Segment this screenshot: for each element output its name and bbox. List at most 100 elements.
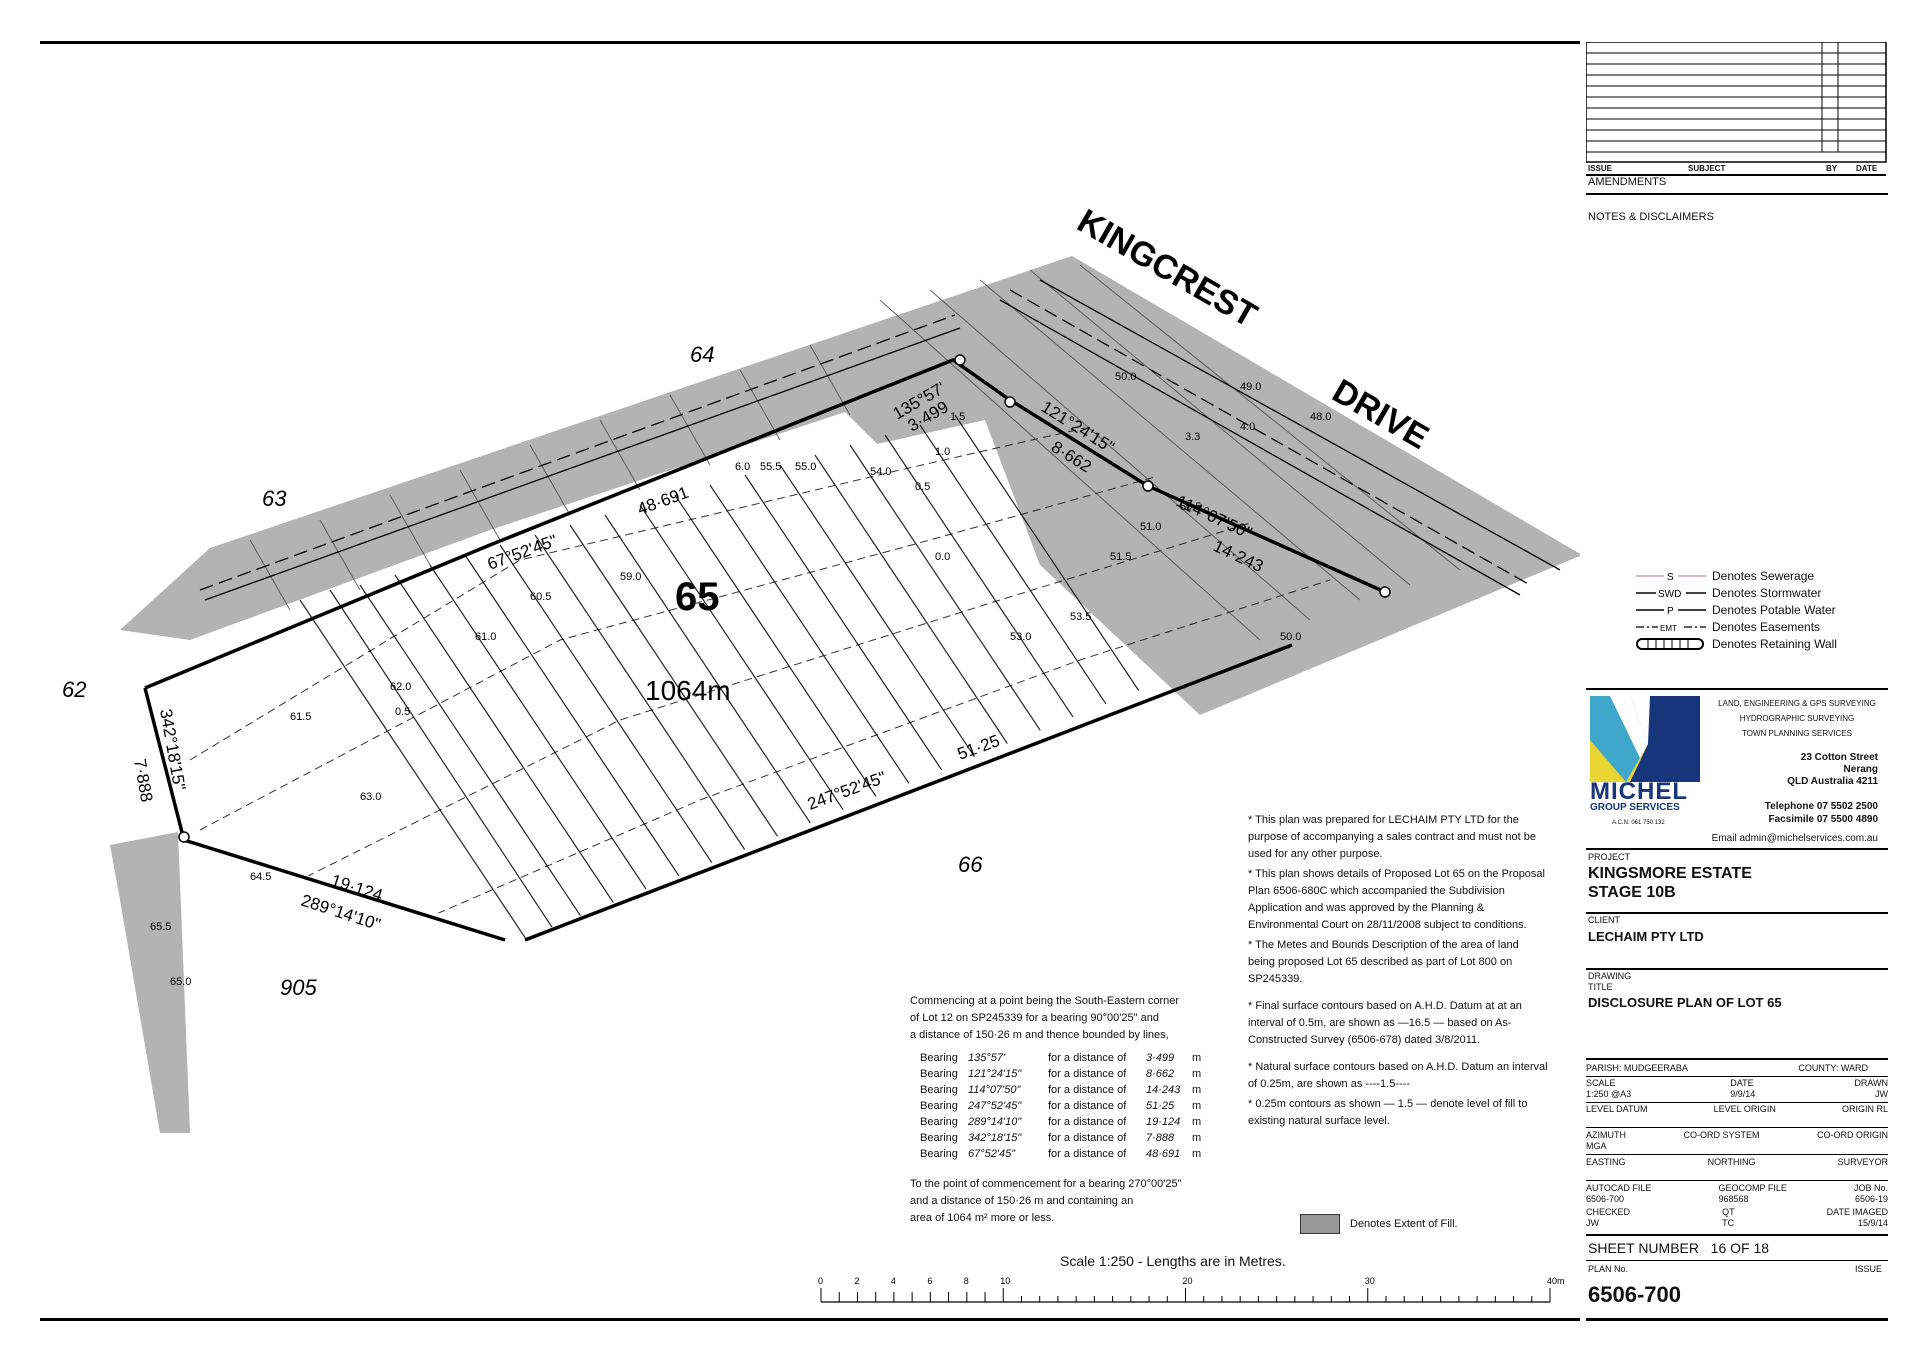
project-label: PROJECT: [1588, 852, 1631, 862]
notes-disclaimers-label: NOTES & DISCLAIMERS: [1588, 211, 1714, 223]
svg-text:1.5: 1.5: [950, 411, 965, 423]
company-email: Email admin@michelservices.com.au: [1711, 833, 1878, 844]
svg-text:65.5: 65.5: [150, 921, 171, 933]
svg-text:6.0: 6.0: [735, 461, 750, 473]
svg-text:4.0: 4.0: [1240, 421, 1255, 433]
distance-label: 7·888: [130, 757, 156, 803]
plan-notes: * This plan was prepared for LECHAIM PTY…: [1248, 812, 1548, 1133]
legend-sewerage: S Denotes Sewerage: [1636, 569, 1814, 583]
svg-text:54.0: 54.0: [870, 466, 891, 478]
svg-text:62.0: 62.0: [390, 681, 411, 693]
svg-text:3.3: 3.3: [1185, 431, 1200, 443]
scale-tick-label: 0: [818, 1276, 823, 1286]
svg-text:55.0: 55.0: [795, 461, 816, 473]
svg-text:0.0: 0.0: [935, 551, 950, 563]
project-name: KINGSMORE ESTATE STAGE 10B: [1588, 865, 1752, 901]
svg-text:50.0: 50.0: [1115, 371, 1136, 383]
company-tagline: LAND, ENGINEERING & GPS SURVEYING HYDROG…: [1718, 699, 1876, 738]
note-item: * 0.25m contours as shown — 1.5 — denote…: [1248, 1098, 1528, 1127]
survey-plan: KINGCREST DRIVE 65 1064m 64 63 62 66 905…: [62, 202, 1580, 1133]
drawing-title-label: DRAWING TITLE: [1588, 971, 1632, 992]
lot-905-label: 905: [280, 975, 317, 1000]
company-acn: A.C.N. 061 750 132: [1612, 820, 1665, 826]
fill-note: Denotes Extent of Fill.: [1350, 1218, 1458, 1230]
note-item: * This plan shows details of Proposed Lo…: [1248, 868, 1545, 931]
note-item: * Final surface contours based on A.H.D.…: [1248, 1000, 1522, 1046]
scale-tick-label: 6: [927, 1276, 932, 1286]
scale-tick-label: 40m: [1547, 1276, 1565, 1286]
legend-stormwater: SWD Denotes Stormwater: [1636, 586, 1822, 600]
amendments-table: [1586, 42, 1887, 163]
svg-text:51.0: 51.0: [1140, 521, 1161, 533]
client-label: CLIENT: [1588, 915, 1621, 925]
svg-text:49.0: 49.0: [1240, 381, 1261, 393]
svg-text:64.5: 64.5: [250, 871, 271, 883]
svg-text:50.0: 50.0: [1280, 631, 1301, 643]
svg-text:1.0: 1.0: [935, 446, 950, 458]
lot-64-label: 64: [690, 342, 714, 367]
legend-potable-water: P Denotes Potable Water: [1636, 603, 1836, 617]
scale-tick-label: 4: [891, 1276, 896, 1286]
note-item: * The Metes and Bounds Description of th…: [1248, 939, 1519, 985]
svg-text:53.5: 53.5: [1070, 611, 1091, 623]
scale-tick-label: 8: [964, 1276, 969, 1286]
plan-number: 6506-700: [1588, 1282, 1681, 1307]
top-border: [40, 41, 1580, 44]
svg-text:EMT: EMT: [1660, 624, 1677, 633]
lot-number: 65: [675, 575, 720, 619]
svg-text:50.5: 50.5: [1180, 501, 1201, 513]
lot-62-label: 62: [62, 677, 86, 702]
svg-text:51.5: 51.5: [1110, 551, 1131, 563]
description-outro-1: To the point of commencement for a beari…: [910, 1178, 1182, 1190]
description-intro-3: a distance of 150·26 m and thence bounde…: [910, 1029, 1169, 1041]
svg-text:61.0: 61.0: [475, 631, 496, 643]
scale-tick-label: 20: [1183, 1276, 1193, 1286]
drawing-title: DISCLOSURE PLAN OF LOT 65: [1588, 995, 1782, 1010]
svg-text:SWD: SWD: [1658, 589, 1681, 599]
plan-no-label: PLAN No.: [1588, 1264, 1629, 1274]
svg-text:P: P: [1667, 606, 1674, 616]
scale-tick-label: 10: [1000, 1276, 1010, 1286]
svg-text:60.5: 60.5: [530, 591, 551, 603]
note-item: * Natural surface contours based on A.H.…: [1248, 1061, 1548, 1090]
svg-text:0.5: 0.5: [915, 481, 930, 493]
michel-logo: [1590, 696, 1700, 782]
amendments-label: AMENDMENTS: [1588, 176, 1667, 188]
company-name: MICHEL: [1590, 778, 1688, 805]
lot-63-label: 63: [262, 486, 287, 511]
legend-easements: EMT Denotes Easements: [1636, 620, 1821, 634]
svg-text:53.0: 53.0: [1010, 631, 1031, 643]
description-intro-2: of Lot 12 on SP245339 for a bearing 90°0…: [910, 1012, 1159, 1024]
legend-retaining-wall: Denotes Retaining Wall: [1636, 637, 1837, 651]
description-outro-3: area of 1064 m² more or less.: [910, 1212, 1055, 1224]
company-phone: Telephone 07 5502 2500 Facsimile 07 5500…: [1764, 801, 1878, 825]
svg-text:S: S: [1667, 572, 1674, 582]
scale-caption: Scale 1:250 - Lengths are in Metres.: [1060, 1253, 1286, 1269]
svg-text:55.5: 55.5: [760, 461, 781, 473]
lot-66-label: 66: [958, 852, 983, 877]
lot-area: 1064m: [645, 675, 731, 706]
issue-label: ISSUE: [1855, 1264, 1883, 1274]
svg-text:0.5: 0.5: [395, 706, 410, 718]
client-name: LECHAIM PTY LTD: [1588, 929, 1704, 944]
description-outro-2: and a distance of 150·26 m and containin…: [910, 1195, 1134, 1207]
fill-legend: Denotes Extent of Fill.: [1300, 1214, 1458, 1234]
note-item: * This plan was prepared for LECHAIM PTY…: [1248, 814, 1537, 860]
fill-swatch: [1300, 1214, 1340, 1234]
title-block-bottom: [1586, 1318, 1888, 1321]
company-sub: GROUP SERVICES: [1590, 802, 1680, 813]
svg-text:59.0: 59.0: [620, 571, 641, 583]
bottom-border: [40, 1318, 1580, 1321]
